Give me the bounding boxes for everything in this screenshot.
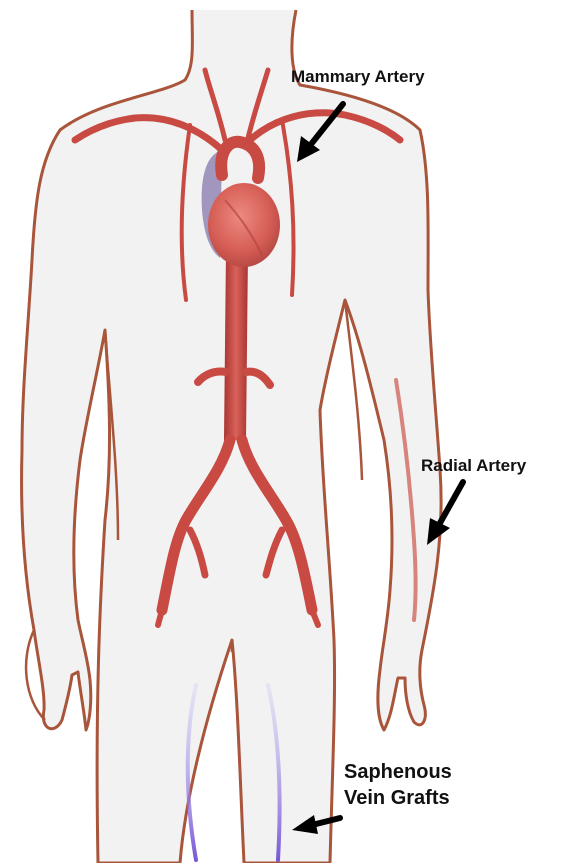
mammary-artery-label: Mammary Artery (291, 66, 425, 88)
descending-aorta (224, 250, 248, 440)
left-femoral-tip (158, 610, 162, 625)
radial-artery-label: Radial Artery (421, 455, 526, 477)
saphenous-label-line1: Saphenous (344, 760, 452, 784)
saphenous-label-line2: Vein Grafts (344, 786, 450, 810)
